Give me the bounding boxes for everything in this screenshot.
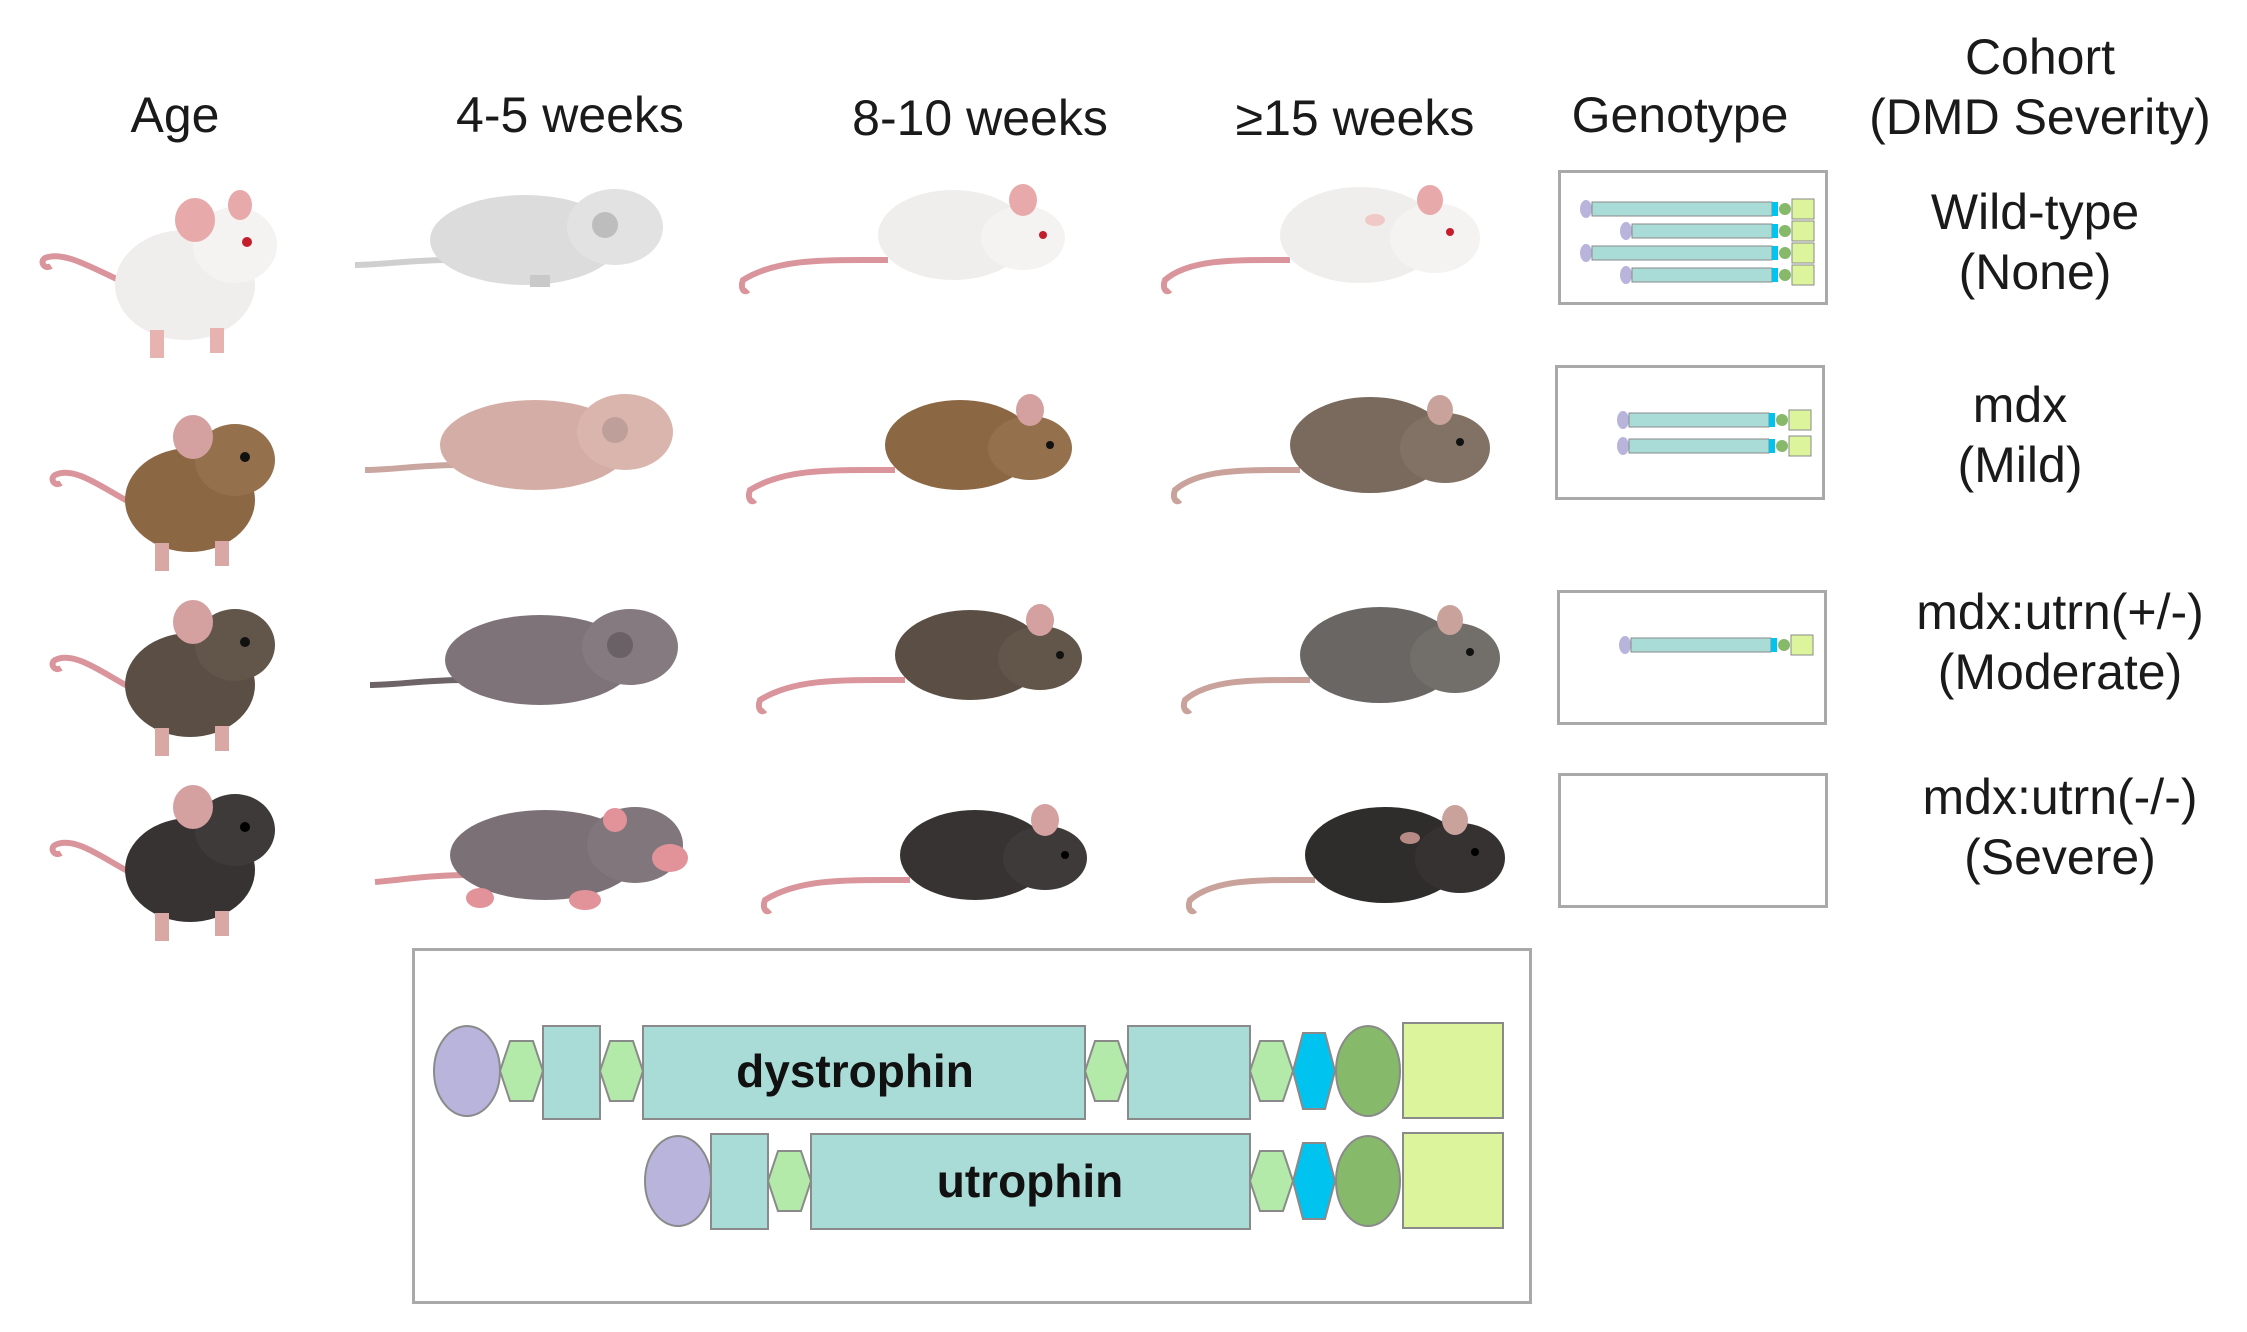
mouse-ko-8-10-weeks-icon xyxy=(760,804,1087,915)
cohort-name-het: mdx:utrn(+/-) xyxy=(1916,584,2204,640)
mouse-wild-type-8-10-weeks-icon xyxy=(738,184,1065,295)
cohort-name-ko: mdx:utrn(-/-) xyxy=(1922,769,2198,825)
mouse-wild-type-15-weeks-icon xyxy=(1160,185,1480,295)
mouse-mdx-4-5-weeks-icon xyxy=(364,394,673,490)
cohort-name-mdx: mdx xyxy=(1972,377,2068,433)
mouse-ko-adult-icon xyxy=(49,785,275,941)
mouse-mdx-15-weeks-icon xyxy=(1170,395,1490,505)
genotype-utrophin-allele-icon xyxy=(1620,264,1815,286)
mouse-wild-type-4-5-weeks-icon xyxy=(354,189,663,287)
cohort-severity-wild-type: (None) xyxy=(1958,244,2112,300)
mouse-het-adult-icon xyxy=(49,600,275,756)
genotype-box-het xyxy=(1557,590,1827,725)
dystrophin-label: dystrophin xyxy=(736,1045,974,1097)
mouse-ko-4-5-weeks-icon xyxy=(374,807,688,910)
genotype-utrophin-allele-icon xyxy=(1617,435,1812,457)
cohort-name-wild-type: Wild-type xyxy=(1930,184,2140,240)
dystrophin-domain-diagram: dystrophin xyxy=(433,1022,1504,1120)
genotype-utrophin-allele-icon xyxy=(1617,409,1812,431)
utrophin-domain-diagram: utrophin xyxy=(644,1132,1504,1230)
mouse-mdx-adult-icon xyxy=(49,415,275,571)
header-cohort: Cohort xyxy=(1964,29,2116,85)
header-genotype: Genotype xyxy=(1571,87,1789,143)
genotype-box-mdx xyxy=(1555,365,1825,500)
header-4-5-weeks: 4-5 weeks xyxy=(456,87,684,143)
cohort-severity-het: (Moderate) xyxy=(1937,644,2183,700)
mouse-mdx-8-10-weeks-icon xyxy=(745,394,1072,505)
mouse-het-15-weeks-icon xyxy=(1180,605,1500,715)
cohort-severity-ko: (Severe) xyxy=(1964,829,2156,885)
genotype-utrophin-allele-icon xyxy=(1619,634,1814,656)
header-15-weeks: ≥15 weeks xyxy=(1235,90,1475,146)
mouse-ko-15-weeks-icon xyxy=(1185,805,1505,915)
cohort-severity-mdx: (Mild) xyxy=(1957,437,2083,493)
header-age: Age xyxy=(130,87,220,143)
genotype-dystrophin-allele-icon xyxy=(1580,242,1815,264)
genotype-box-ko xyxy=(1558,773,1828,908)
header-8-10-weeks: 8-10 weeks xyxy=(852,90,1108,146)
genotype-utrophin-allele-icon xyxy=(1620,220,1815,242)
protein-domain-legend: dystrophin utrophin xyxy=(412,948,1532,1304)
genotype-box-wild-type xyxy=(1558,170,1828,305)
header-dmd-severity: (DMD Severity) xyxy=(1869,89,2211,145)
mouse-wild-type-adult-icon xyxy=(39,190,277,358)
mouse-het-4-5-weeks-icon xyxy=(369,609,678,705)
genotype-dystrophin-allele-icon xyxy=(1580,198,1815,220)
mouse-het-8-10-weeks-icon xyxy=(755,604,1082,715)
utrophin-label: utrophin xyxy=(937,1155,1124,1207)
